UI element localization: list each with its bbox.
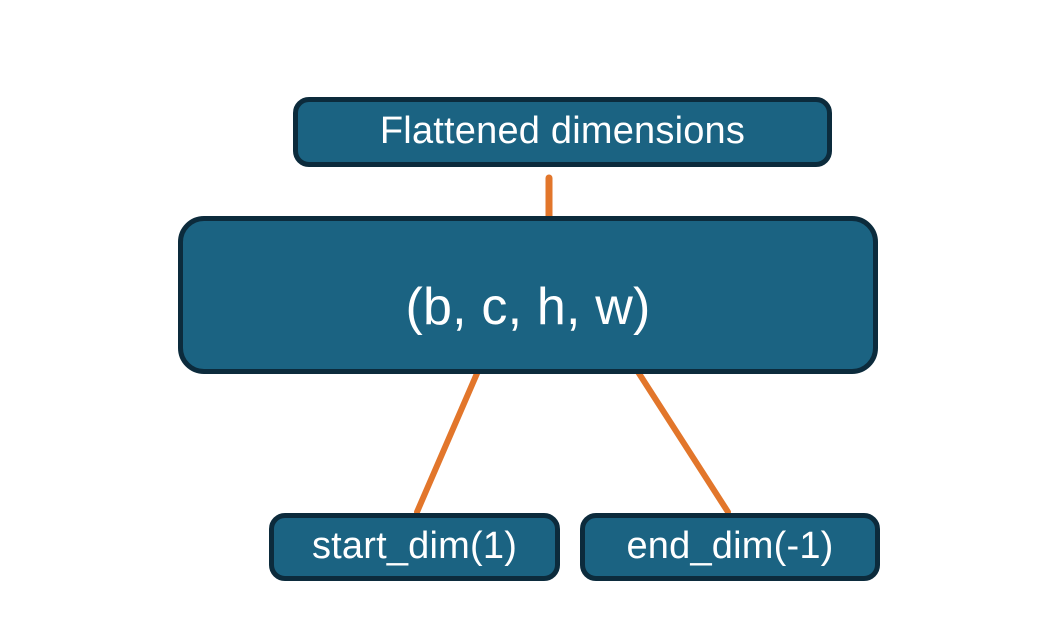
node-start-dim-label: start_dim(1) [311, 525, 518, 568]
node-end-dim-label: end_dim(-1) [626, 525, 834, 568]
node-tensor-shape-label: (b, c, h, w) [405, 278, 651, 336]
node-end-dim[interactable]: end_dim(-1) [580, 513, 880, 581]
node-tensor-shape[interactable]: (b, c, h, w) [178, 216, 878, 374]
node-flattened-dimensions[interactable]: Flattened dimensions [293, 97, 832, 167]
node-start-dim[interactable]: start_dim(1) [269, 513, 560, 581]
node-flattened-dimensions-label: Flattened dimensions [379, 110, 746, 153]
